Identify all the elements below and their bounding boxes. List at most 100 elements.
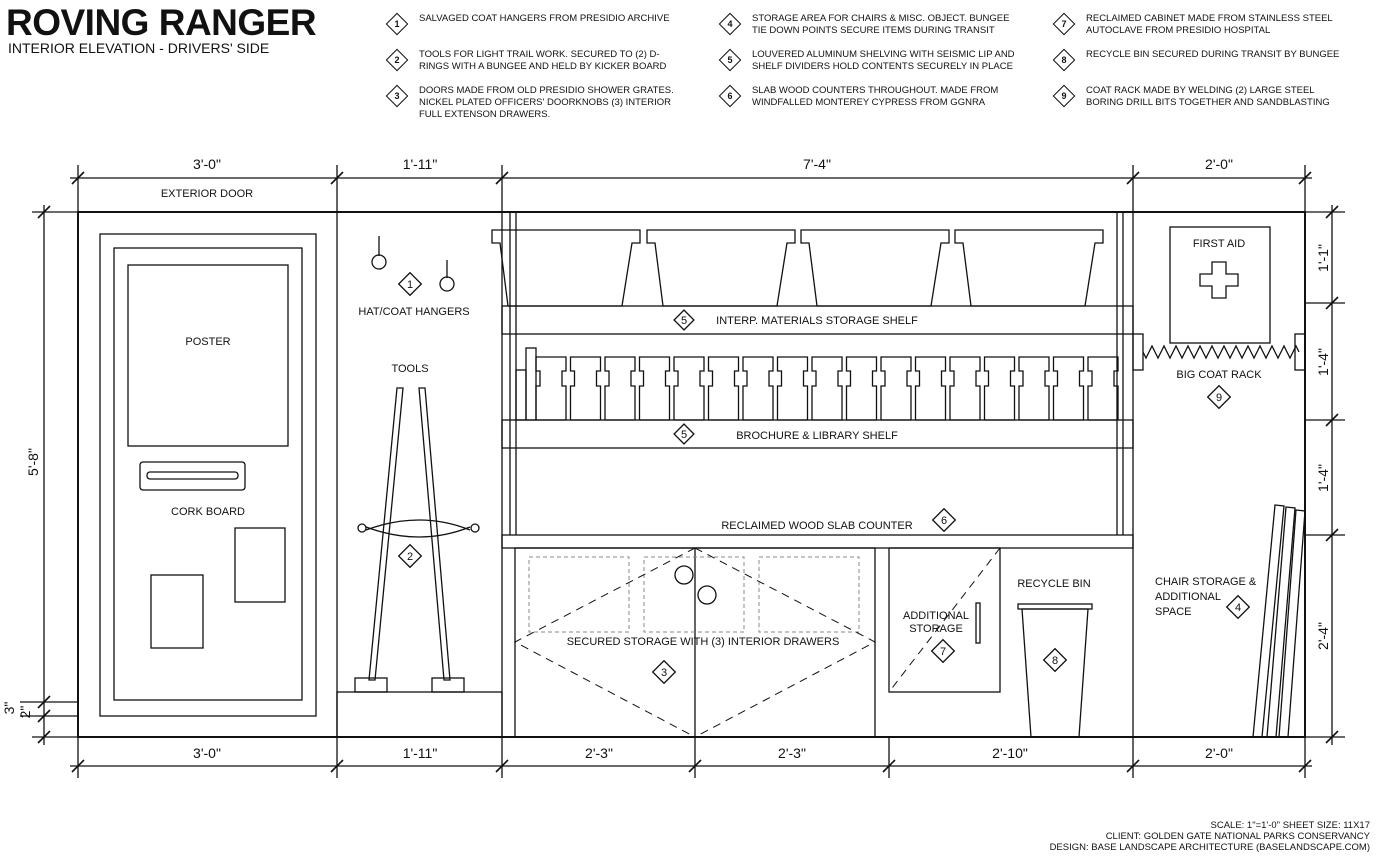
brochure-slot <box>914 356 947 421</box>
dim-right-3: 1'-4" <box>1315 464 1331 492</box>
dim-bottom-6: 2'-0" <box>1205 745 1233 761</box>
svg-text:5: 5 <box>681 429 687 441</box>
dim-top-1: 3'-0" <box>193 156 221 172</box>
top-dimensions: 3'-0" 1'-11" 7'-4" 2'-0" <box>70 156 1312 212</box>
dim-right-2: 1'-4" <box>1315 348 1331 376</box>
first-aid-label: FIRST AID <box>1193 238 1245 250</box>
coat-rack-label: BIG COAT RACK <box>1176 369 1262 381</box>
chair-storage-label: CHAIR STORAGE & <box>1155 576 1257 588</box>
shelving-bay: 5 INTERP. MATERIALS STORAGE SHELF 5 BROC… <box>491 212 1134 549</box>
svg-text:7: 7 <box>940 646 946 658</box>
poster-label: POSTER <box>185 336 230 348</box>
note-text: STORAGE AREA FOR CHAIRS & MISC. OBJECT. … <box>752 13 1010 36</box>
exterior-door-label: EXTERIOR DOOR <box>161 188 253 200</box>
door-handle-slot <box>139 461 246 491</box>
cork-note <box>150 574 204 649</box>
svg-text:2: 2 <box>407 551 413 563</box>
additional-storage-cabinet: ADDITIONAL STORAGE 7 <box>888 547 1001 693</box>
dim-top-3: 7'-4" <box>803 156 831 172</box>
tools-icon <box>354 387 480 693</box>
brochure-slot <box>1052 356 1085 421</box>
book <box>525 347 537 421</box>
wood-slab-counter <box>501 534 1134 549</box>
recycle-bin: RECYCLE BIN 8 <box>1017 578 1093 738</box>
brochure-slot <box>949 356 981 421</box>
note-text: SALVAGED COAT HANGERS FROM PRESIDIO ARCH… <box>419 13 670 24</box>
secured-storage-label: SECURED STORAGE WITH (3) INTERIOR DRAWER… <box>567 636 840 648</box>
doorknob-icon <box>674 565 694 585</box>
brochure-slot <box>811 356 843 421</box>
note-text: LOUVERED ALUMINUM SHELVING WITH SEISMIC … <box>752 49 1015 72</box>
dim-left-small-b: 2" <box>17 706 33 719</box>
brochure-slot <box>535 356 567 421</box>
svg-text:3: 3 <box>661 667 667 679</box>
brochure-slot <box>569 356 602 421</box>
brochure-slot <box>1018 356 1050 421</box>
brochure-slot <box>707 356 740 421</box>
exterior-door: EXTERIOR DOOR POSTER CORK BOARD <box>99 188 317 717</box>
scale-text: SCALE: 1"=1'-0" SHEET SIZE: 11X17 <box>1210 820 1371 831</box>
note-text: SLAB WOOD COUNTERS THROUGHOUT. MADE FROM… <box>752 85 999 108</box>
storage-bins <box>491 229 1104 307</box>
hangers-label: HAT/COAT HANGERS <box>358 306 469 318</box>
svg-text:6: 6 <box>941 515 947 527</box>
bottom-dimensions: 3'-0" 1'-11" 2'-3" 2'-3" 2'-10" 2'-0" <box>70 737 1312 778</box>
brochure-slot <box>742 356 774 421</box>
interp-shelf <box>501 305 1134 335</box>
brochure-shelf-label: BROCHURE & LIBRARY SHELF <box>736 430 898 442</box>
dim-bottom-3: 2'-3" <box>585 745 613 761</box>
chair-storage-label: SPACE <box>1155 606 1191 618</box>
svg-text:9: 9 <box>1216 392 1222 404</box>
brochure-slot <box>604 356 636 421</box>
counter-label: RECLAIMED WOOD SLAB COUNTER <box>721 520 912 532</box>
dim-left-total: 5'-8" <box>25 448 41 476</box>
design-text: DESIGN: BASE LANDSCAPE ARCHITECTURE (BAS… <box>1049 842 1370 853</box>
coat-rack-drill-bits <box>1142 344 1300 360</box>
poster <box>127 264 289 447</box>
dim-bottom-1: 3'-0" <box>193 745 221 761</box>
note-text: RECYCLE BIN SECURED DURING TRANSIT BY BU… <box>1086 49 1340 60</box>
folded-chairs <box>1252 504 1306 738</box>
note-text: TOOLS FOR LIGHT TRAIL WORK. SECURED TO (… <box>419 49 667 72</box>
brochure-slot <box>1087 356 1119 421</box>
chair-storage-label: ADDITIONAL <box>1155 591 1221 603</box>
callout-1: 1 <box>397 271 423 297</box>
left-dimensions: 5'-8" 3" 2" <box>1 205 78 745</box>
first-aid-cabinet <box>1169 226 1271 344</box>
doorknob-icon <box>697 585 717 605</box>
tools-label: TOOLS <box>391 363 428 375</box>
dim-bottom-5: 2'-10" <box>992 745 1028 761</box>
note-text: DOORS MADE FROM OLD PRESIDIO SHOWER GRAT… <box>419 85 674 120</box>
cork-board-label: CORK BOARD <box>171 506 245 518</box>
note-text: COAT RACK MADE BY WELDING (2) LARGE STEE… <box>1086 85 1330 108</box>
coat-hanger-icon <box>371 236 455 292</box>
note-text: RECLAIMED CABINET MADE FROM STAINLESS ST… <box>1086 13 1333 36</box>
brochure-slot <box>638 356 671 421</box>
book <box>515 369 527 421</box>
brochure-slot <box>673 356 705 421</box>
brochure-shelf <box>501 419 1134 449</box>
additional-storage-label: STORAGE <box>909 623 963 635</box>
callout-2: 2 <box>397 543 423 569</box>
brochure-dividers <box>515 347 1119 421</box>
dim-top-4: 2'-0" <box>1205 156 1233 172</box>
dim-top-2: 1'-11" <box>403 156 438 172</box>
dim-right-1: 1'-1" <box>1315 244 1331 272</box>
right-dimensions: 1'-1" 1'-4" 1'-4" 2'-4" <box>1305 205 1345 745</box>
hangers-tools-bay: 1 HAT/COAT HANGERS TOOLS 2 <box>336 236 503 738</box>
drawing-title: ROVING RANGER <box>6 2 317 43</box>
wall-frame <box>77 211 1306 738</box>
brochure-slot <box>776 356 809 421</box>
kicker-board <box>336 691 503 738</box>
dim-left-small-a: 3" <box>1 702 17 715</box>
svg-text:8: 8 <box>1052 655 1058 667</box>
cork-note <box>234 527 286 603</box>
